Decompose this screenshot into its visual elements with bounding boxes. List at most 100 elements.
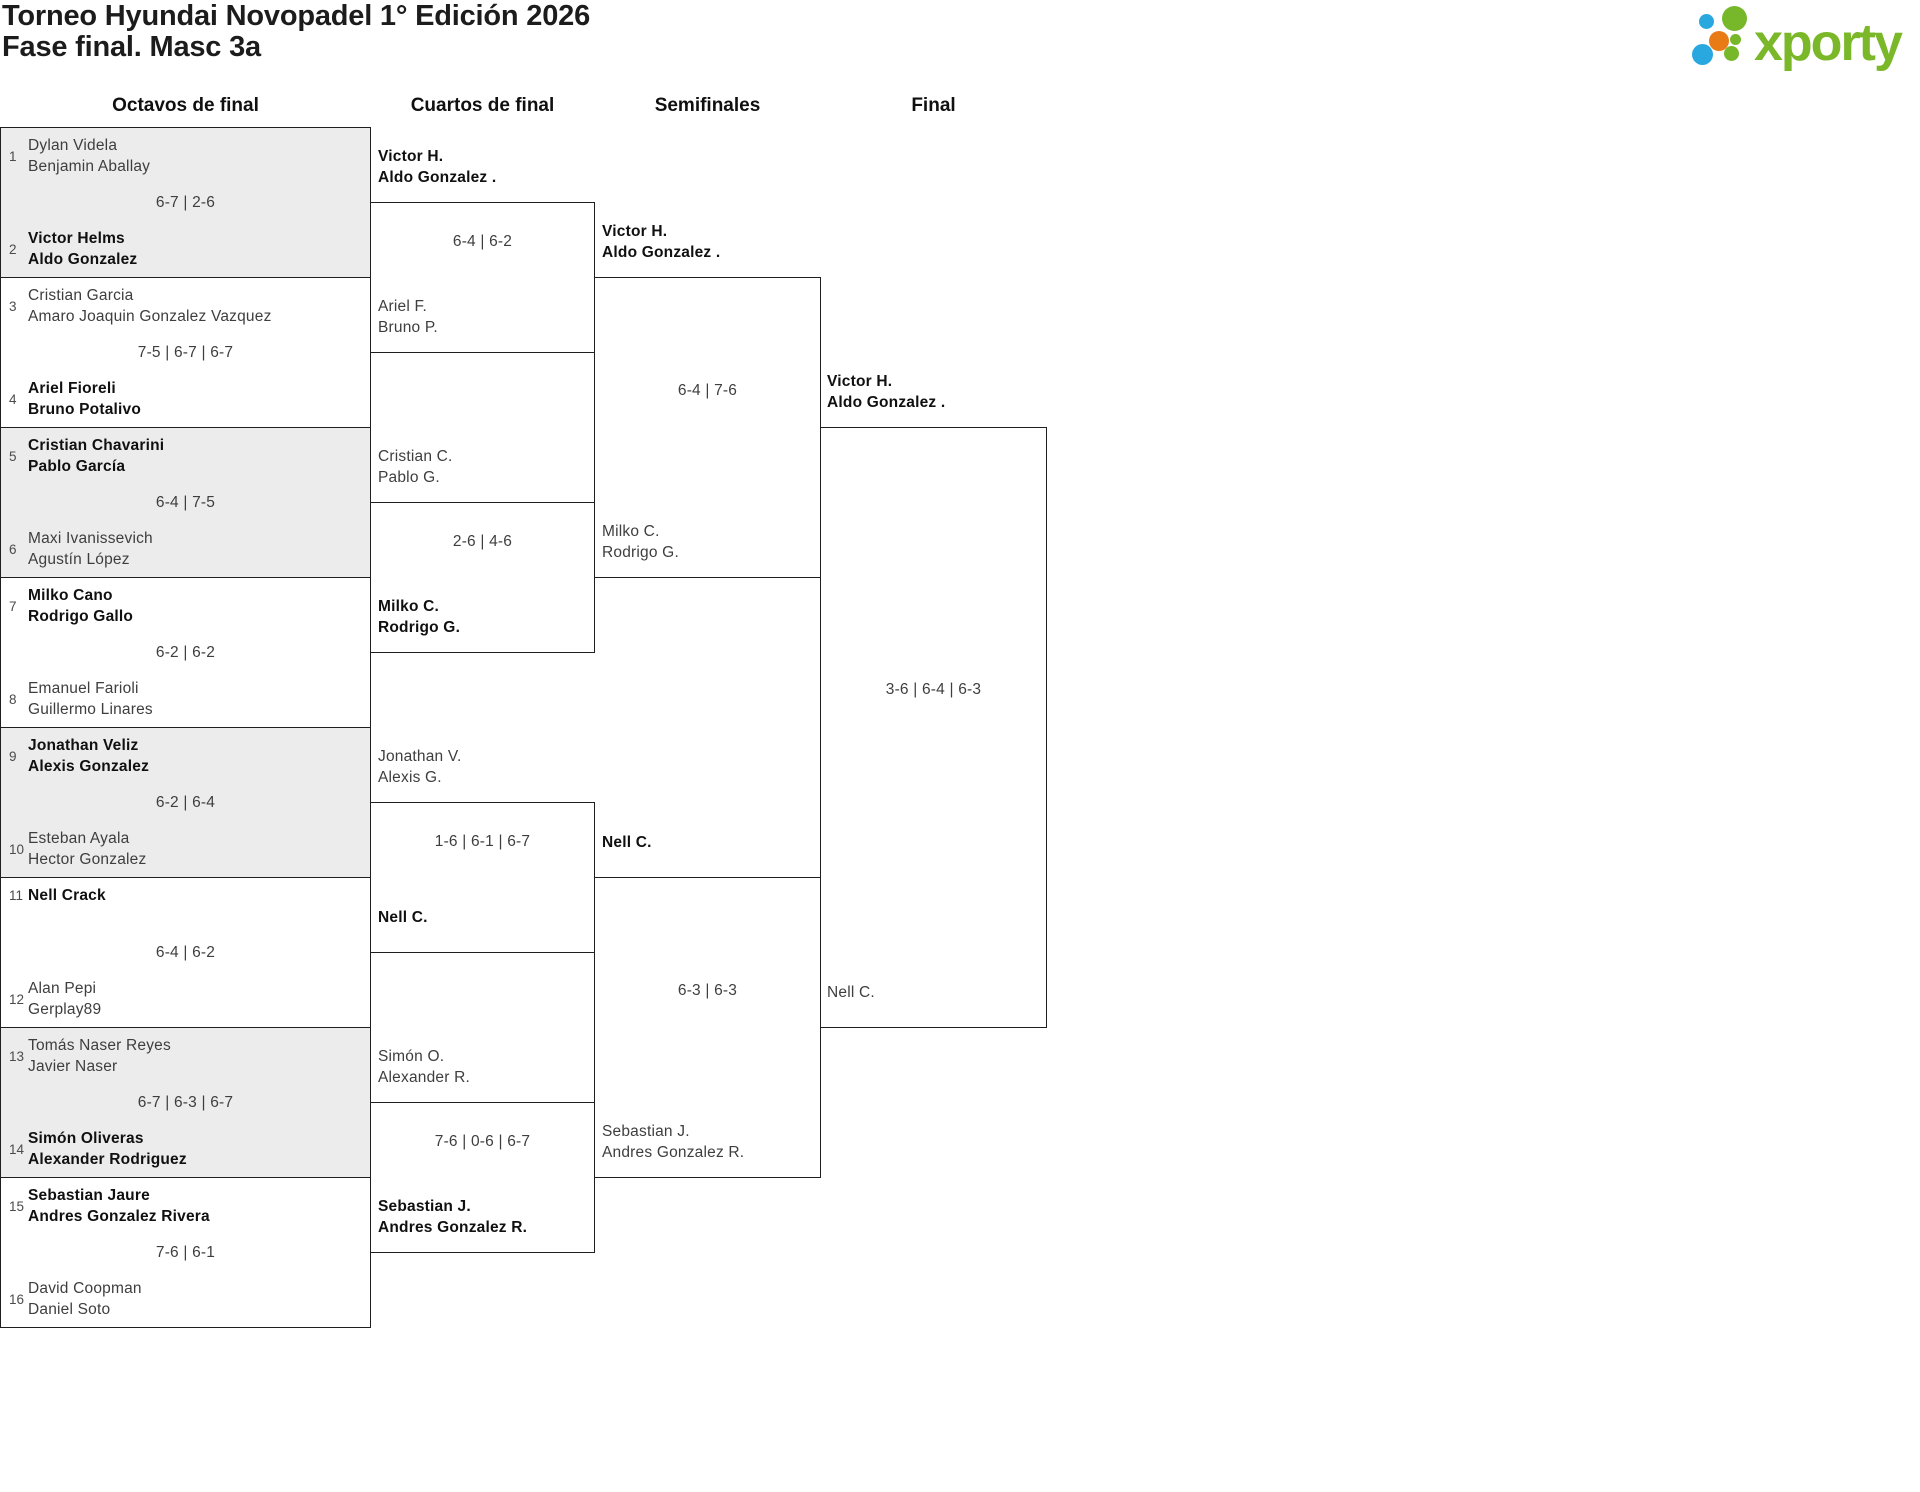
team-players: Alan Pepi Gerplay89 (28, 980, 102, 1018)
team-players: Dylan Videla Benjamin Aballay (28, 137, 151, 175)
match-score: 3-6 | 6-4 | 6-3 (885, 681, 982, 698)
cuartos1-top-team: Victor H. Aldo Gonzalez . (378, 148, 497, 186)
match-score: 6-7 | 2-6 (155, 193, 216, 211)
phase-subtitle: Fase final. Masc 3a (2, 31, 261, 63)
octavos-match-7: 13 Tomás Naser Reyes Javier Naser 6-7 | … (0, 1027, 371, 1178)
tournament-title: Torneo Hyundai Novopadel 1° Edición 2026 (2, 0, 591, 32)
semifinal1-bottom-team: Milko C. Rodrigo G. (602, 523, 679, 561)
team-players: Cristian Garcia Amaro Joaquin Gonzalez V… (28, 287, 272, 325)
logo-wordmark: xporty (1754, 14, 1903, 72)
seed-number: 3 (9, 298, 17, 314)
team-players: Tomás Naser Reyes Javier Naser (28, 1037, 171, 1075)
team-bottom: 4 Ariel Fioreli Bruno Potalivo (1, 378, 370, 420)
round-header-octavos: Octavos de final (112, 95, 259, 116)
octavos-match-3: 5 Cristian Chavarini Pablo García 6-4 | … (0, 427, 371, 578)
match-score: 6-3 | 6-3 (677, 982, 738, 999)
team-players: David Coopman Daniel Soto (28, 1280, 142, 1318)
logo-dot-blue-large-icon (1692, 44, 1713, 65)
logo-dot-green-large-icon (1722, 6, 1747, 31)
team-players: Milko Cano Rodrigo Gallo (28, 587, 134, 625)
team-top: 7 Milko Cano Rodrigo Gallo (1, 585, 370, 627)
seed-number: 5 (9, 448, 17, 464)
logo-dot-orange-icon (1709, 31, 1729, 51)
semifinal2-top-team: Nell C. (602, 834, 652, 851)
team-top: 11 Nell Crack (1, 885, 370, 906)
team-top: 13 Tomás Naser Reyes Javier Naser (1, 1035, 370, 1077)
final-top-team: Victor H. Aldo Gonzalez . (827, 373, 946, 411)
cuartos2-bottom-team: Milko C. Rodrigo G. (378, 598, 461, 636)
octavos-match-1: 1 Dylan Videla Benjamin Aballay 6-7 | 2-… (0, 127, 371, 278)
cuartos3-bottom-team: Nell C. (378, 909, 428, 926)
team-players: Victor Helms Aldo Gonzalez (28, 230, 138, 268)
seed-number: 4 (9, 391, 17, 407)
octavos-column: 1 Dylan Videla Benjamin Aballay 6-7 | 2-… (0, 127, 371, 1328)
xporty-logo: xporty (1690, 4, 1918, 74)
logo-dot-blue-small-icon (1699, 14, 1714, 29)
cuartos-box-3: 1-6 | 6-1 | 6-7 (370, 802, 595, 953)
seed-number: 11 (9, 888, 24, 903)
team-top: 5 Cristian Chavarini Pablo García (1, 435, 370, 477)
team-players: Esteban Ayala Hector Gonzalez (28, 830, 147, 868)
match-score: 7-6 | 0-6 | 6-7 (434, 1133, 531, 1150)
team-top: 9 Jonathan Veliz Alexis Gonzalez (1, 735, 370, 777)
team-players: Cristian Chavarini Pablo García (28, 437, 165, 475)
team-players: Nell Crack (28, 887, 106, 904)
team-players: Emanuel Farioli Guillermo Linares (28, 680, 153, 718)
round-header-final: Final (911, 95, 956, 116)
seed-number: 12 (9, 991, 25, 1007)
match-score: 6-4 | 6-2 (155, 943, 216, 961)
team-bottom: 6 Maxi Ivanissevich Agustín López (1, 528, 370, 570)
match-score: 6-2 | 6-4 (155, 793, 216, 811)
final-bottom-team: Nell C. (827, 984, 875, 1001)
final-box: 3-6 | 6-4 | 6-3 (820, 427, 1047, 1028)
logo-dot-green-small-icon (1724, 46, 1739, 61)
octavos-match-6: 11 Nell Crack 6-4 | 6-2 12 Alan Pepi Ger… (0, 877, 371, 1028)
semifinal1-top-team: Victor H. Aldo Gonzalez . (602, 223, 721, 261)
round-header-semifinales: Semifinales (654, 95, 761, 116)
match-score: 6-4 | 7-5 (155, 493, 216, 511)
team-bottom: 10 Esteban Ayala Hector Gonzalez (1, 828, 370, 870)
match-score: 7-5 | 6-7 | 6-7 (137, 343, 234, 361)
octavos-match-8: 15 Sebastian Jaure Andres Gonzalez River… (0, 1177, 371, 1328)
seed-number: 9 (9, 748, 17, 764)
team-bottom: 16 David Coopman Daniel Soto (1, 1278, 370, 1320)
cuartos1-bottom-team: Ariel F. Bruno P. (378, 298, 438, 336)
seed-number: 2 (9, 241, 17, 257)
match-score: 6-4 | 6-2 (452, 233, 513, 250)
octavos-match-4: 7 Milko Cano Rodrigo Gallo 6-2 | 6-2 8 E… (0, 577, 371, 728)
team-players: Jonathan Veliz Alexis Gonzalez (28, 737, 150, 775)
match-score: 6-7 | 6-3 | 6-7 (137, 1093, 234, 1111)
match-score: 6-4 | 7-6 (677, 382, 738, 399)
seed-number: 7 (9, 598, 17, 614)
cuartos2-top-team: Cristian C. Pablo G. (378, 448, 453, 486)
semifinal2-bottom-team: Sebastian J. Andres Gonzalez R. (602, 1123, 745, 1161)
seed-number: 14 (9, 1141, 25, 1157)
team-bottom: 2 Victor Helms Aldo Gonzalez (1, 228, 370, 270)
octavos-match-2: 3 Cristian Garcia Amaro Joaquin Gonzalez… (0, 277, 371, 428)
page-title: Torneo Hyundai Novopadel 1° Edición 2026… (2, 1, 590, 63)
team-bottom: 12 Alan Pepi Gerplay89 (1, 978, 370, 1020)
team-players: Maxi Ivanissevich Agustín López (28, 530, 153, 568)
team-players: Ariel Fioreli Bruno Potalivo (28, 380, 142, 418)
cuartos3-top-team: Jonathan V. Alexis G. (378, 748, 462, 786)
seed-number: 15 (9, 1198, 25, 1214)
match-score: 6-2 | 6-2 (155, 643, 216, 661)
logo-dot-green-tiny-icon (1730, 34, 1741, 45)
cuartos4-bottom-team: Sebastian J. Andres Gonzalez R. (378, 1198, 528, 1236)
seed-number: 16 (9, 1291, 25, 1307)
cuartos4-top-team: Simón O. Alexander R. (378, 1048, 471, 1086)
match-score: 2-6 | 4-6 (452, 533, 513, 550)
match-score: 7-6 | 6-1 (155, 1243, 216, 1261)
team-top: 15 Sebastian Jaure Andres Gonzalez River… (1, 1185, 370, 1227)
match-score: 1-6 | 6-1 | 6-7 (434, 833, 531, 850)
octavos-match-5: 9 Jonathan Veliz Alexis Gonzalez 6-2 | 6… (0, 727, 371, 878)
team-bottom: 8 Emanuel Farioli Guillermo Linares (1, 678, 370, 720)
team-top: 1 Dylan Videla Benjamin Aballay (1, 135, 370, 177)
seed-number: 13 (9, 1048, 25, 1064)
team-players: Sebastian Jaure Andres Gonzalez Rivera (28, 1187, 210, 1225)
team-bottom: 14 Simón Oliveras Alexander Rodriguez (1, 1128, 370, 1170)
seed-number: 6 (9, 541, 17, 557)
seed-number: 10 (9, 841, 25, 857)
team-players: Simón Oliveras Alexander Rodriguez (28, 1130, 187, 1168)
